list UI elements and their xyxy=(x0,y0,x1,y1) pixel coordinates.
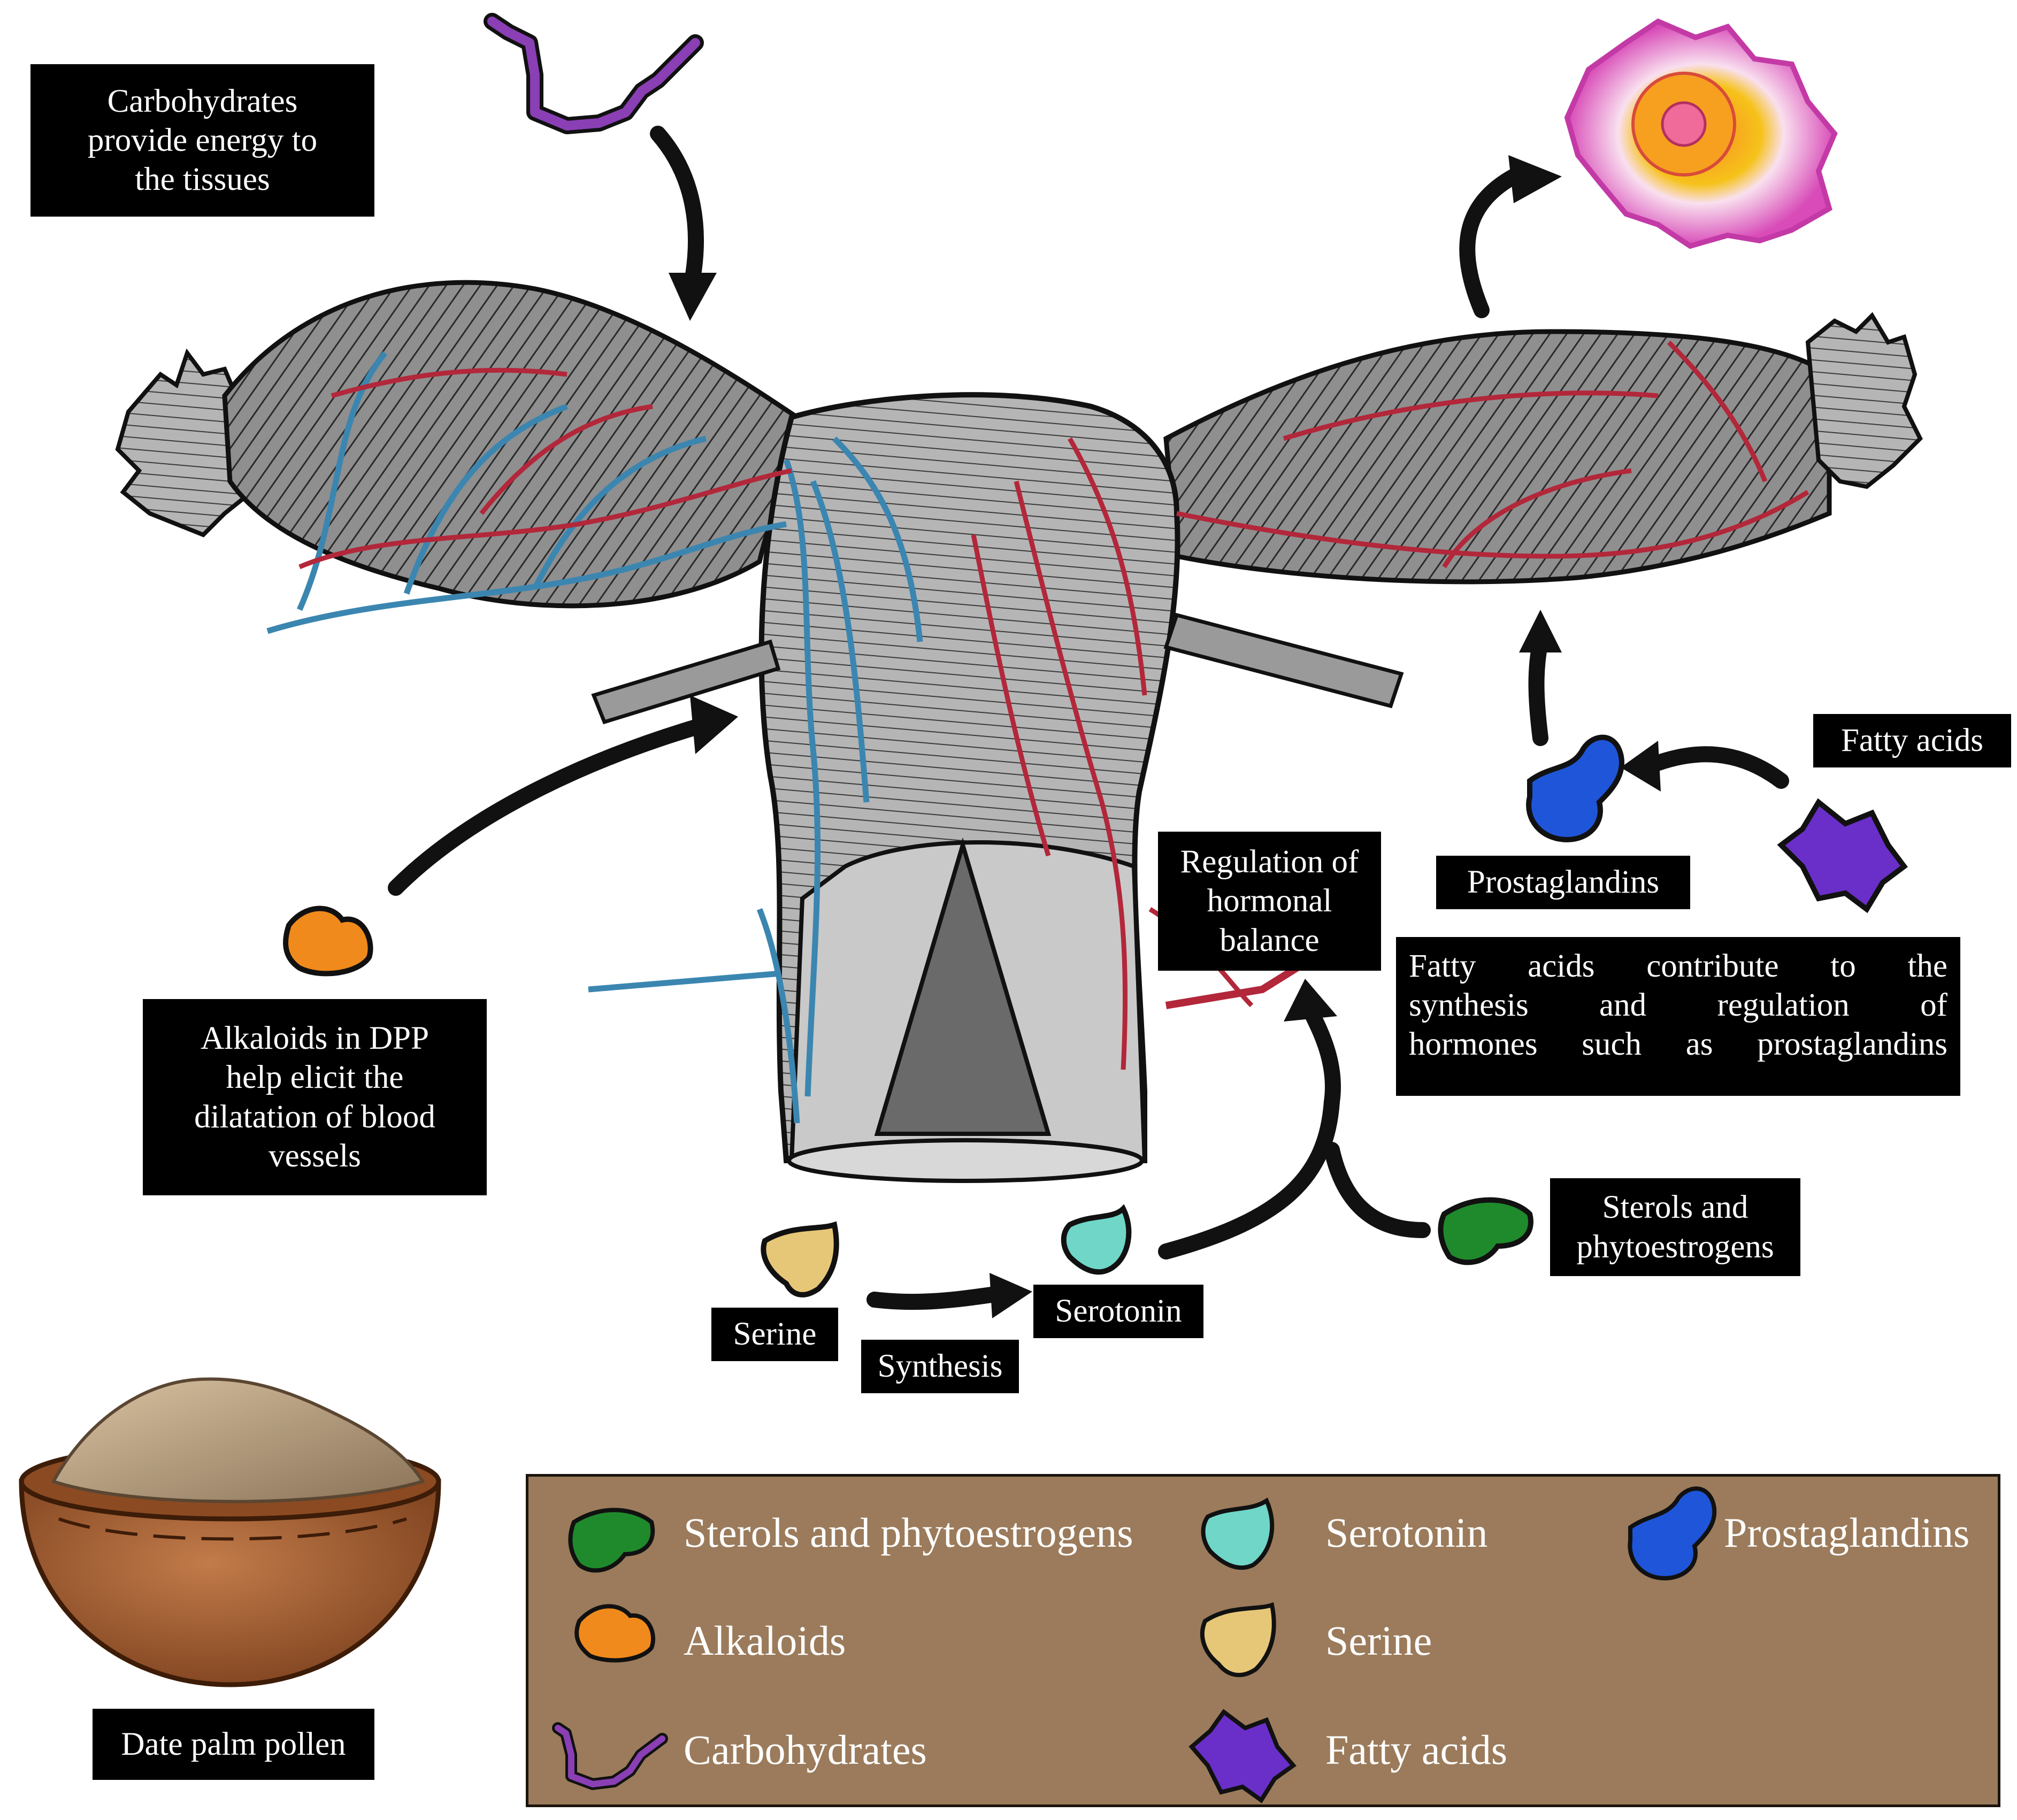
artery-network xyxy=(298,340,1809,1070)
right-artery-branch xyxy=(1165,959,1307,1009)
legend-panel: Sterols and phytoestrogens Serotonin Pro… xyxy=(526,1474,2000,1807)
fatty-acid-molecule-icon xyxy=(1777,798,1908,913)
carbohydrates-label: Carbohydrates provide energy to the tiss… xyxy=(30,64,374,217)
alkaloids-label-line-3: dilatation of blood xyxy=(194,1099,435,1135)
regulation-label: Regulation of hormonal balance xyxy=(1158,832,1381,971)
arrowhead-egg xyxy=(1508,155,1562,203)
arrow-serotonin-to-regulation xyxy=(1158,1003,1341,1260)
serine-label: Serine xyxy=(711,1308,838,1361)
legend-sterols-label: Sterols and phytoestrogens xyxy=(684,1509,1133,1556)
sterol-molecule-icon xyxy=(1438,1197,1533,1265)
sterols-label: Sterols and phytoestrogens xyxy=(1550,1178,1800,1276)
prostaglandins-label: Prostaglandins xyxy=(1436,856,1690,909)
left-fallopian-tube xyxy=(222,280,816,609)
carbohydrates-label-line-2: provide energy to xyxy=(87,122,318,158)
arrow-fatty-to-prostaglandins xyxy=(1645,746,1789,789)
arrowhead-alkaloid xyxy=(690,695,738,754)
synthesis-label-text: Synthesis xyxy=(877,1348,1003,1385)
right-fimbriae xyxy=(1805,312,1923,489)
sterols-label-line-1: Sterols and xyxy=(1602,1189,1748,1226)
legend-serine-label: Serine xyxy=(1325,1617,1432,1664)
egg-cell-icon xyxy=(1564,18,1838,249)
arrowhead-prostaglandins xyxy=(1621,741,1661,792)
fatty-acids-note-line-3: hormones such as prostaglandins xyxy=(1409,1026,1947,1063)
legend-alkaloids-label: Alkaloids xyxy=(684,1617,846,1664)
fatty-acids-note-line-2: synthesis and regulation of xyxy=(1409,987,1947,1024)
fatty-acids-label: Fatty acids xyxy=(1813,714,2011,767)
date-palm-label: Date palm pollen xyxy=(93,1709,374,1780)
alkaloids-label-line-4: vessels xyxy=(269,1138,361,1174)
serine-molecule-icon xyxy=(761,1221,839,1297)
synthesis-label: Synthesis xyxy=(861,1340,1019,1393)
arrowhead-up xyxy=(1519,610,1562,652)
carbohydrates-label-line-3: the tissues xyxy=(135,162,270,198)
pollen-bowl-icon xyxy=(19,1377,441,1687)
legend-icons xyxy=(552,1486,1717,1803)
cervical-canal xyxy=(874,837,1052,1136)
vein-network xyxy=(266,351,923,1124)
vaginal-opening xyxy=(787,1138,1144,1183)
regulation-label-line-3: balance xyxy=(1220,922,1320,958)
serotonin-label: Serotonin xyxy=(1033,1285,1203,1338)
arrowheads-group xyxy=(669,155,1661,1318)
carbohydrates-label-line-1: Carbohydrates xyxy=(107,83,298,119)
alkaloids-label: Alkaloids in DPP help elicit the dilatat… xyxy=(143,999,487,1195)
right-ligament xyxy=(1163,612,1404,709)
regulation-label-line-2: hormonal xyxy=(1207,883,1332,919)
right-fallopian-tube xyxy=(1163,329,1832,585)
serine-label-text: Serine xyxy=(733,1316,817,1353)
serotonin-molecule-icon xyxy=(1061,1204,1132,1275)
legend-serine-icon xyxy=(1200,1602,1276,1677)
arrow-prostaglandins-to-ovary xyxy=(1528,634,1548,746)
carbohydrate-molecule-fill xyxy=(487,17,700,130)
prostaglandin-molecule-icon xyxy=(1526,734,1624,843)
serotonin-label-text: Serotonin xyxy=(1055,1293,1182,1330)
alkaloids-label-line-1: Alkaloids in DPP xyxy=(200,1020,430,1057)
prostaglandins-label-text: Prostaglandins xyxy=(1467,864,1660,901)
arrow-ovary-to-egg xyxy=(1459,168,1522,318)
left-ligament xyxy=(591,639,781,725)
alkaloids-label-line-2: help elicit the xyxy=(226,1059,404,1096)
legend-fatty-acid-icon xyxy=(1188,1709,1297,1803)
legend-sterol-icon xyxy=(568,1508,655,1573)
legend-alkaloid-icon xyxy=(574,1604,656,1663)
legend-prostaglandin-icon xyxy=(1628,1486,1717,1581)
fatty-acids-label-text: Fatty acids xyxy=(1841,723,1983,759)
arrowhead-regulation xyxy=(1284,979,1337,1022)
fatty-acids-note-line-1: Fatty acids contribute to the xyxy=(1409,948,1947,984)
legend-fatty-acids-label: Fatty acids xyxy=(1325,1726,1508,1773)
uterus-illustration xyxy=(115,280,1923,1183)
legend-serotonin-icon xyxy=(1201,1498,1275,1570)
legend-carbohydrates-label: Carbohydrates xyxy=(684,1726,927,1773)
arrow-serine-to-serotonin xyxy=(866,1286,1003,1310)
legend-serotonin-label: Serotonin xyxy=(1325,1509,1488,1556)
fatty-acids-note: Fatty acids contribute to the synthesis … xyxy=(1396,937,1960,1096)
sterols-label-line-2: phytoestrogens xyxy=(1576,1228,1774,1265)
arrowhead-down xyxy=(669,273,717,321)
alkaloid-molecule-icon xyxy=(283,905,373,977)
arrow-sterols-to-regulation xyxy=(1324,1142,1431,1238)
arrow-alkaloids-to-uterus xyxy=(388,719,703,896)
legend-prostaglandins-label: Prostaglandins xyxy=(1724,1509,1970,1556)
arrowhead-serotonin xyxy=(990,1273,1032,1318)
date-palm-label-text: Date palm pollen xyxy=(121,1726,346,1762)
regulation-label-line-1: Regulation of xyxy=(1180,844,1359,880)
legend-carbohydrate-fill xyxy=(555,1725,665,1787)
arrow-carbohydrates-to-uterus xyxy=(650,126,704,286)
